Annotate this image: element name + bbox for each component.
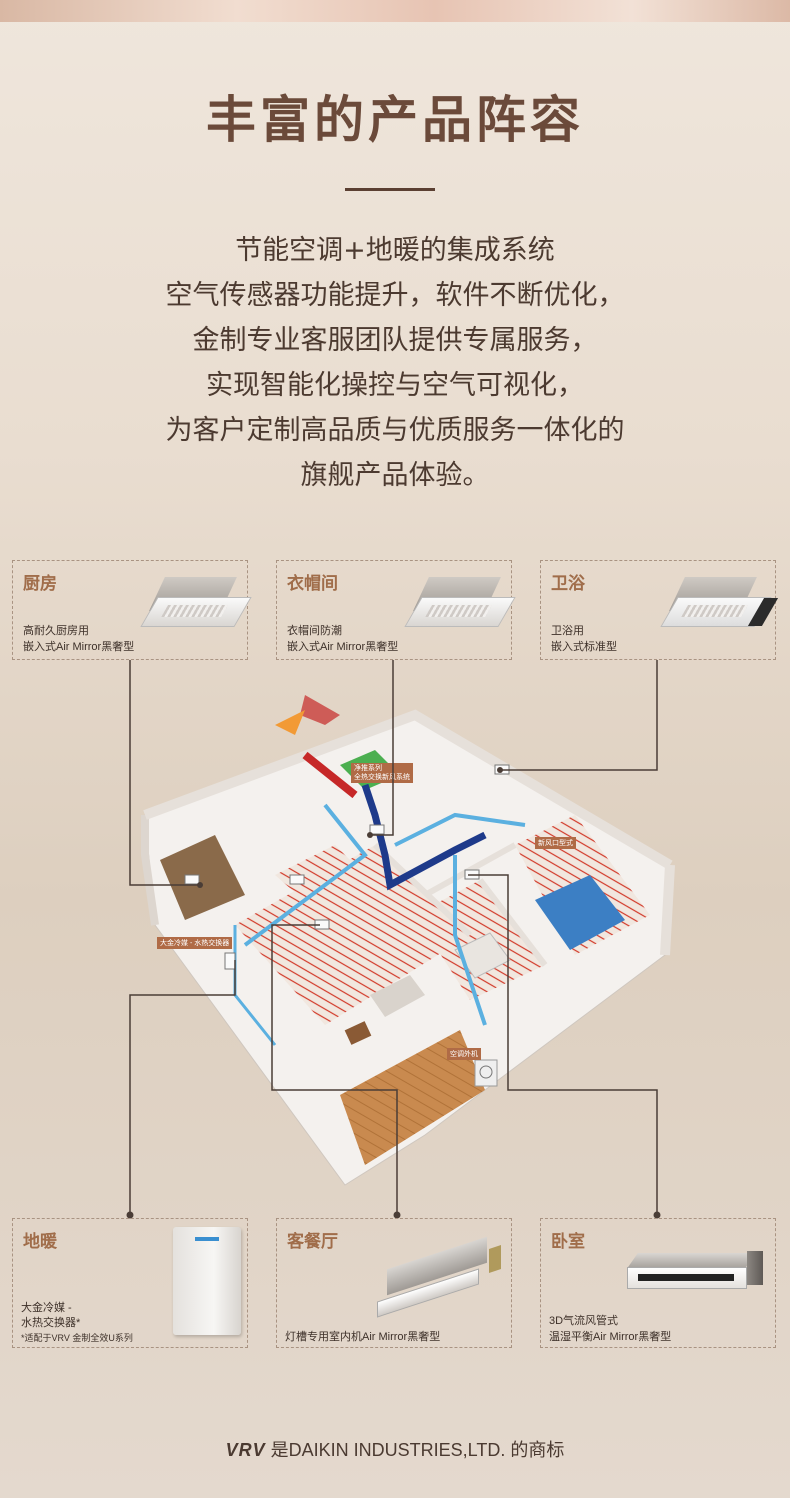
intro-line-3: 金制专业客服团队提供专属服务， xyxy=(192,325,598,356)
card-cloakroom-desc-line: 衣帽间防潮 xyxy=(287,625,342,637)
card-cloakroom-desc: 衣帽间防潮 嵌入式Air Mirror黑奢型 xyxy=(287,623,398,655)
card-bathroom-desc: 卫浴用 嵌入式标准型 xyxy=(551,623,617,655)
card-floor-heating-name: 地暖 xyxy=(23,1232,57,1251)
fresh-air-tag-line: 全热交换新风系统 xyxy=(354,774,410,781)
intro-line-5: 为客户定制高品质与优质服务一体化的 xyxy=(165,415,625,446)
intro-line-4: 实现智能化操控与空气可视化， xyxy=(206,370,584,401)
fresh-air-tag-line: 净推系列 xyxy=(354,765,382,772)
card-bedroom-desc-line: 3D气流风管式 xyxy=(549,1315,619,1327)
card-bathroom-desc-line: 嵌入式标准型 xyxy=(551,641,617,653)
duct-unit-icon xyxy=(627,1249,771,1299)
intro-line-6: 旗舰产品体验。 xyxy=(300,460,490,491)
card-cloakroom-name: 衣帽间 xyxy=(287,574,338,593)
card-bedroom-desc-line: 温湿平衡Air Mirror黑奢型 xyxy=(549,1331,672,1343)
hydro-box-icon xyxy=(173,1227,241,1335)
card-cloakroom: 衣帽间 衣帽间防潮 嵌入式Air Mirror黑奢型 xyxy=(276,560,516,660)
card-floor-heating-note: *适配于VRV 金制全效U系列 xyxy=(21,1333,133,1343)
intro-line-2: 空气传感器功能提升，软件不断优化， xyxy=(165,280,625,311)
house-cutaway-illustration: 净推系列 全热交换新风系统 新风口型式 大金冷媒 - 水热交换器 空调外机 xyxy=(125,695,685,1195)
slim-duct-icon xyxy=(377,1236,507,1318)
intro-line-1: 节能空调+地暖的集成系统 xyxy=(235,235,555,266)
card-living: 客餐厅 灯槽专用室内机Air Mirror黑奢型 xyxy=(276,1218,512,1348)
vent-tag: 新风口型式 xyxy=(535,837,576,849)
card-kitchen-desc-line: 嵌入式Air Mirror黑奢型 xyxy=(23,641,135,653)
card-bedroom-name: 卧室 xyxy=(551,1232,585,1251)
footer-trademark: VRV 是DAIKIN INDUSTRIES,LTD. 的商标 xyxy=(0,1436,790,1462)
card-floor-heating: 地暖 大金冷媒 - 水热交换器* *适配于VRV 金制全效U系列 xyxy=(12,1218,248,1348)
fresh-air-tag: 净推系列 全热交换新风系统 xyxy=(351,763,413,783)
trademark-text: 是DAIKIN INDUSTRIES,LTD. 的商标 xyxy=(270,1440,565,1460)
house-drawing xyxy=(141,695,675,1186)
card-cloakroom-desc-line: 嵌入式Air Mirror黑奢型 xyxy=(287,641,399,653)
intro-text: 节能空调+地暖的集成系统 空气传感器功能提升，软件不断优化， 金制专业客服团队提… xyxy=(0,228,790,498)
top-decor-bar xyxy=(0,0,790,22)
card-living-desc: 灯槽专用室内机Air Mirror黑奢型 xyxy=(285,1331,441,1343)
card-bathroom-name: 卫浴 xyxy=(551,574,585,593)
card-kitchen-name: 厨房 xyxy=(23,574,57,593)
card-bathroom: 卫浴 卫浴用 嵌入式标准型 xyxy=(540,560,776,660)
card-kitchen-desc-line: 高耐久厨房用 xyxy=(23,625,89,637)
outdoor-unit-tag: 空调外机 xyxy=(447,1048,481,1060)
card-bathroom-desc-line: 卫浴用 xyxy=(551,625,584,637)
card-bedroom-desc: 3D气流风管式 温湿平衡Air Mirror黑奢型 xyxy=(549,1313,671,1345)
title-divider xyxy=(345,188,435,191)
card-kitchen-desc: 高耐久厨房用 嵌入式Air Mirror黑奢型 xyxy=(23,623,134,655)
page-title: 丰富的产品阵容 xyxy=(206,91,584,149)
card-bedroom: 卧室 3D气流风管式 温湿平衡Air Mirror黑奢型 xyxy=(540,1218,776,1348)
card-floor-heating-desc: 大金冷媒 - 水热交换器* *适配于VRV 金制全效U系列 xyxy=(21,1301,133,1346)
card-kitchen: 厨房 高耐久厨房用 嵌入式Air Mirror黑奢型 xyxy=(12,560,252,660)
card-floor-heating-desc-line: 大金冷媒 - xyxy=(21,1302,72,1314)
brand-mark: VRV xyxy=(225,1440,266,1460)
card-living-name: 客餐厅 xyxy=(287,1232,338,1251)
hydro-tag: 大金冷媒 - 水热交换器 xyxy=(157,937,233,949)
card-floor-heating-desc-line: 水热交换器* xyxy=(21,1317,81,1329)
